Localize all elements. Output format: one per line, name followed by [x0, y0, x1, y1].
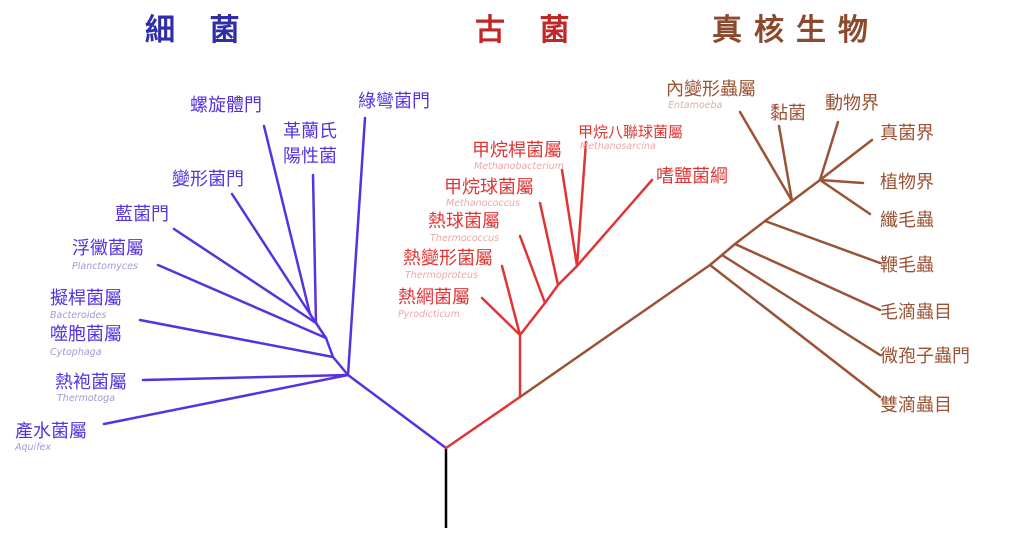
branch-methanococcus — [538, 201, 560, 287]
label-pyrodicticum: 熱網菌屬 — [398, 287, 470, 308]
label-gram-positive-2: 陽性菌 — [283, 146, 337, 167]
sublabel-cytophaga: Cytophaga — [50, 347, 102, 358]
eukaryota-sublabels: Entamoeba — [668, 100, 723, 111]
eukaryota-stem-1 — [518, 263, 712, 399]
label-diplomonads: 雙滴蟲目 — [880, 395, 952, 416]
label-flagellates: 鞭毛蟲 — [880, 255, 934, 276]
branch-trichomonads — [733, 242, 882, 312]
branch-thermococcus — [518, 234, 547, 305]
branch-chloroflexi — [346, 116, 367, 377]
branch-microsporidia — [720, 253, 882, 357]
label-cytophaga: 噬胞菌屬 — [50, 324, 122, 345]
label-microsporidia: 微孢子蟲門 — [880, 346, 970, 367]
branch-planctomyces — [156, 263, 328, 340]
branch-methanosarcina — [575, 140, 588, 268]
eukaryota-labels: 內變形蟲屬 黏菌 動物界 真菌界 植物界 纖毛蟲 鞭毛蟲 毛滴蟲目 微孢子蟲門 … — [666, 79, 970, 416]
bacteria-stem — [346, 373, 448, 450]
archaea-inner-1 — [543, 283, 560, 305]
branch-fungi — [818, 138, 874, 182]
bacteria-inner-3 — [314, 321, 328, 340]
archaea-labels: 甲烷八聯球菌屬 甲烷桿菌屬 嗜鹽菌綱 甲烷球菌屬 熱球菌屬 熱變形菌屬 熱網菌屬 — [398, 123, 728, 308]
sublabel-pyrodicticum: Pyrodicticum — [398, 309, 460, 320]
eukaryota-inner-4 — [763, 199, 794, 223]
sublabel-planctomyces: Planctomyces — [72, 261, 138, 272]
sublabel-entamoeba: Entamoeba — [668, 100, 723, 111]
label-thermococcus: 熱球菌屬 — [428, 211, 500, 232]
branch-aquifex — [102, 373, 350, 426]
branch-methanobacterium — [560, 168, 579, 268]
archaea-inner-2 — [556, 264, 579, 287]
label-fungi: 真菌界 — [880, 123, 934, 144]
sublabel-aquifex: Aquifex — [14, 442, 51, 453]
label-aquifex: 產水菌屬 — [15, 421, 87, 442]
branch-proteobacteria — [230, 192, 312, 316]
branch-thermotoga — [141, 373, 350, 382]
label-planctomyces: 浮黴菌屬 — [72, 238, 144, 259]
sublabel-thermococcus: Thermococcus — [430, 233, 499, 244]
label-proteobacteria: 變形菌門 — [172, 169, 244, 190]
archaea-stem — [444, 395, 522, 450]
label-thermotoga: 熱袍菌屬 — [55, 372, 127, 393]
eukaryota-inner-1 — [708, 253, 724, 267]
label-spirochaetes: 螺旋體門 — [190, 95, 262, 116]
label-chloroflexi: 綠彎菌門 — [358, 91, 430, 112]
sublabel-thermotoga: Thermotoga — [57, 393, 115, 404]
label-methanococcus: 甲烷球菌屬 — [444, 177, 534, 198]
eukaryota-inner-2 — [720, 242, 737, 257]
branch-gram-positive — [311, 173, 318, 325]
sublabel-methanobacterium: Methanobacterium — [474, 161, 564, 172]
label-gram-positive-1: 革蘭氏 — [283, 121, 337, 142]
eukaryota-inner-5 — [790, 178, 822, 203]
branch-slime-mold — [777, 124, 794, 203]
header-bacteria: 細 菌 — [145, 13, 251, 48]
label-trichomonads: 毛滴蟲目 — [880, 302, 952, 323]
header-archaea: 古 菌 — [475, 13, 581, 48]
label-methanosarcina: 甲烷八聯球菌屬 — [578, 123, 683, 141]
branch-flagellates — [763, 219, 882, 265]
label-halobacteria: 嗜鹽菌綱 — [656, 166, 728, 187]
label-slime-mold: 黏菌 — [770, 103, 806, 124]
bacteria-sublabels: Planctomyces Bacteroides Cytophaga Therm… — [14, 261, 138, 453]
branch-animals — [818, 120, 840, 182]
bacteria-inner-4 — [308, 312, 318, 325]
euryarchaeota-stem — [518, 301, 547, 337]
header-eukaryota: 真核生物 — [712, 13, 880, 48]
archaea-sublabels: Methanosarcina Methanobacterium Methanoc… — [398, 141, 656, 320]
branch-cytophaga — [138, 318, 335, 359]
bacteria-inner-1 — [331, 355, 350, 377]
label-plants: 植物界 — [880, 172, 934, 193]
sublabel-thermoproteus: Thermoproteus — [405, 270, 478, 281]
branch-diplomonads — [708, 263, 882, 399]
branch-ciliates — [818, 178, 872, 216]
label-bacteroides: 擬桿菌屬 — [50, 288, 122, 309]
branch-plants — [818, 178, 865, 185]
label-thermoproteus: 熱變形菌屬 — [403, 248, 493, 269]
sublabel-methanosarcina: Methanosarcina — [580, 141, 656, 152]
label-methanobacterium: 甲烷桿菌屬 — [472, 140, 562, 161]
label-ciliates: 纖毛蟲 — [880, 210, 934, 231]
label-entamoeba: 內變形蟲屬 — [666, 79, 756, 100]
sublabel-bacteroides: Bacteroides — [50, 310, 106, 321]
branch-cyanobacteria — [172, 227, 318, 325]
branch-halobacteria — [575, 178, 654, 268]
bacteria-inner-2 — [324, 336, 335, 359]
eukaryota-inner-3 — [733, 219, 767, 246]
branch-entamoeba — [738, 110, 794, 203]
branch-pyrodicticum — [480, 296, 522, 337]
bacteria-branches — [102, 116, 448, 450]
eukaryota-branches — [518, 110, 882, 399]
branch-thermoproteus — [500, 264, 522, 337]
bacteria-labels: 螺旋體門 綠彎菌門 革蘭氏 陽性菌 變形菌門 藍菌門 浮黴菌屬 擬桿菌屬 噬胞菌… — [15, 91, 430, 442]
label-cyanobacteria: 藍菌門 — [115, 204, 169, 225]
sublabel-methanococcus: Methanococcus — [446, 198, 520, 209]
branch-spirochaetes — [262, 124, 312, 316]
archaea-branches — [444, 140, 654, 450]
label-animals: 動物界 — [825, 93, 879, 114]
